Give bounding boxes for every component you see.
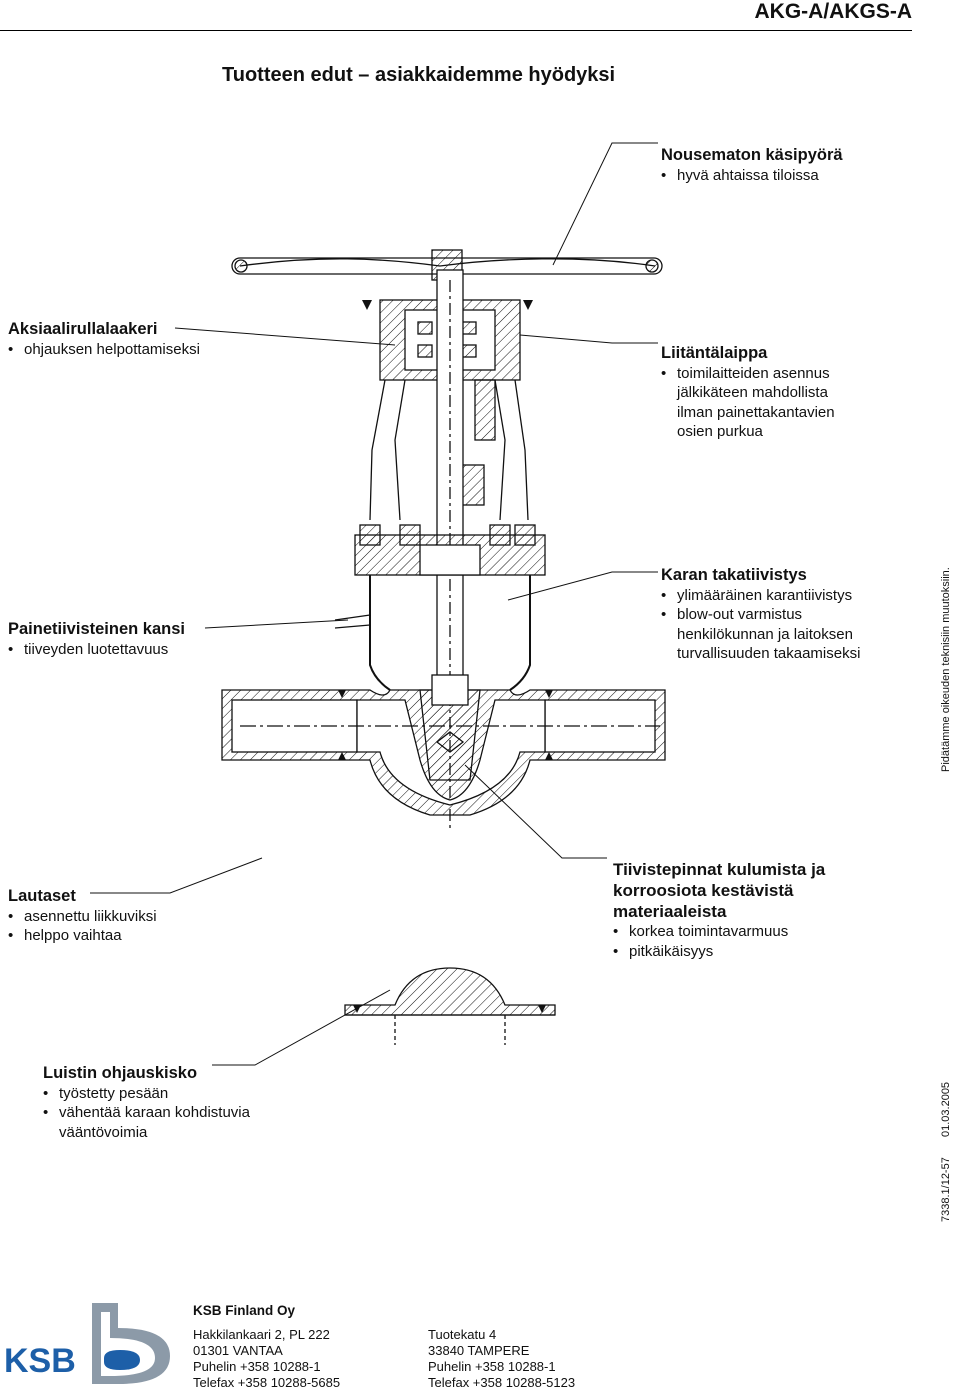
- seats-bullet: pitkäikäisyys: [613, 942, 825, 962]
- seats-bullet: korkea toimintavarmuus: [613, 922, 825, 942]
- flange-heading: Liitäntälaippa: [661, 344, 768, 362]
- rights-notice: Pidätämme oikeuden teknisiin muutoksiin.: [940, 567, 952, 772]
- company-name: KSB Finland Oy: [193, 1303, 296, 1318]
- guide-bullet: vähentää karaan kohdistuvia: [43, 1103, 250, 1123]
- discs-heading: Lautaset: [8, 887, 76, 905]
- body-graphic: [221, 674, 666, 816]
- leader-lines: [90, 142, 658, 1066]
- cover-bullet: tiiveyden luotettavuus: [8, 640, 185, 660]
- page-title: Tuotteen edut – asiakkaidemme hyödyksi: [222, 64, 616, 86]
- seat-detail-graphic: [344, 967, 556, 1045]
- discs-bullet: helppo vaihtaa: [8, 926, 157, 946]
- office2-line: Tuotekatu 4: [428, 1327, 497, 1342]
- footer-office-2: Tuotekatu 4 33840 TAMPERE Puhelin +358 1…: [428, 1327, 575, 1391]
- office1-line: 01301 VANTAA: [193, 1343, 283, 1358]
- flange-line: jälkikäteen mahdollista: [677, 384, 828, 401]
- backseal-line: henkilökunnan ja laitoksen: [677, 625, 853, 643]
- bonnet-graphic: [334, 524, 546, 691]
- discs-bullet: asennettu liikkuviksi: [8, 907, 157, 927]
- callout-flange: Liitäntälaippa toimilaitteiden asennus j…: [661, 344, 835, 442]
- backseal-bullet: blow-out varmistus: [661, 605, 860, 625]
- callout-handwheel: Nousematon käsipyörä hyvä ahtaissa tiloi…: [661, 146, 843, 185]
- seats-heading: materiaaleista: [613, 902, 727, 921]
- callout-guide: Luistin ohjauskisko työstetty pesään väh…: [43, 1064, 250, 1142]
- backseal-bullet: ylimääräinen karantiivistys: [661, 586, 860, 606]
- callout-backseal: Karan takatiivistys ylimääräinen karanti…: [661, 566, 860, 664]
- callout-discs: Lautaset asennettu liikkuviksi helppo va…: [8, 887, 157, 946]
- guide-heading: Luistin ohjauskisko: [43, 1064, 198, 1082]
- office1-line: Hakkilankaari 2, PL 222: [193, 1327, 330, 1342]
- guide-bullet: työstetty pesään: [43, 1084, 250, 1104]
- handwheel-bullet: hyvä ahtaissa tiloissa: [661, 166, 843, 186]
- office2-line: Telefax +358 10288-5123: [428, 1375, 576, 1390]
- office1-line: Puhelin +358 10288-1: [193, 1359, 321, 1374]
- seats-heading: korroosiota kestävistä: [613, 881, 794, 900]
- flange-line: osien purkua: [677, 423, 763, 440]
- seats-heading: Tiivistepinnat kulumista ja: [613, 860, 826, 879]
- callout-cover: Painetiivisteinen kansi tiiveyden luotet…: [8, 620, 185, 659]
- stem-graphic: [436, 269, 464, 830]
- ksb-logo: KSB: [4, 1303, 170, 1384]
- flange-line: ilman painettakantavien: [677, 403, 835, 421]
- handwheel-heading: Nousematon käsipyörä: [661, 146, 843, 164]
- backseal-line: turvallisuuden takaamiseksi: [677, 645, 861, 662]
- backseal-heading: Karan takatiivistys: [661, 566, 807, 584]
- header-rule: [0, 30, 912, 31]
- cover-heading: Painetiivisteinen kansi: [8, 620, 185, 638]
- office2-line: 33840 TAMPERE: [428, 1343, 530, 1358]
- office2-line: Puhelin +358 10288-1: [428, 1359, 556, 1374]
- callout-bearing: Aksiaalirullalaakeri ohjauksen helpottam…: [8, 320, 200, 359]
- document-code: AKG-A/AKGS-A: [754, 0, 913, 23]
- guide-line: vääntövoimia: [59, 1123, 148, 1141]
- footer-office-1: KSB Finland Oy Hakkilankaari 2, PL 222 0…: [193, 1303, 340, 1391]
- weld-markers: [338, 300, 553, 760]
- office1-line: Telefax +358 10288-5685: [193, 1375, 341, 1390]
- flange-bullet: toimilaitteiden asennus: [661, 364, 835, 384]
- bearing-bullet: ohjauksen helpottamiseksi: [8, 340, 200, 360]
- bearing-heading: Aksiaalirullalaakeri: [8, 320, 158, 338]
- document-date: 01.03.2005: [940, 1081, 952, 1137]
- callout-seats: Tiivistepinnat kulumista ja korroosiota …: [613, 859, 825, 961]
- logo-text: KSB: [4, 1342, 76, 1380]
- document-number: 7338.1/12-57: [940, 1157, 952, 1222]
